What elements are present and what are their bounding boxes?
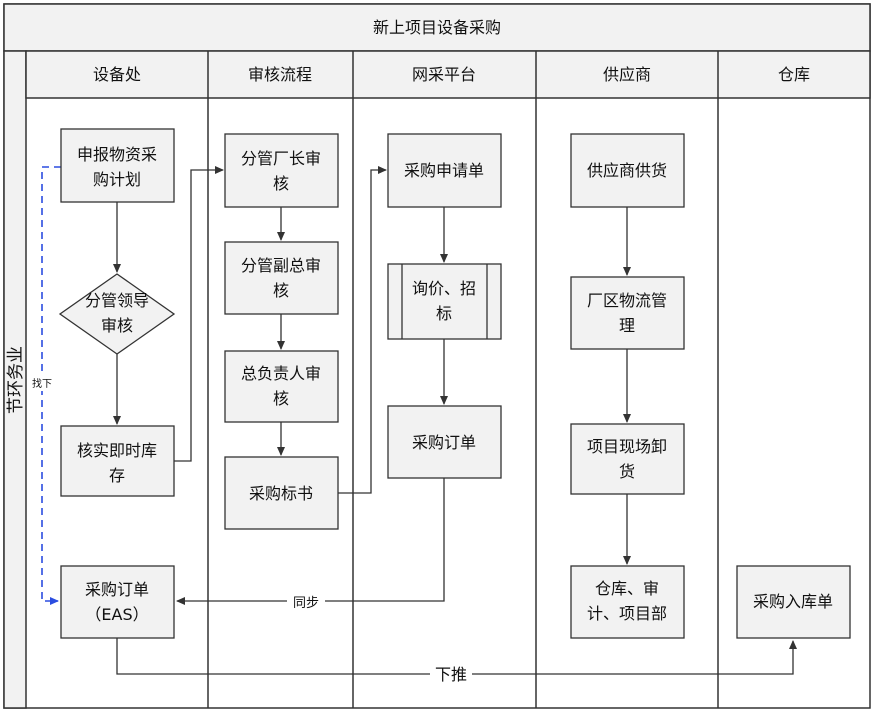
edge-label-sync: 同步 [293, 596, 319, 611]
node-warehouse-receipt: 采购入库单 [736, 565, 851, 639]
node-text: 采购标书 [249, 484, 313, 503]
edge-label-push-down: 下推 [435, 665, 467, 684]
lane-header: 审核流程 [248, 65, 312, 84]
node-text: 核 [273, 281, 289, 300]
node-purchase-request: 采购申请单 [387, 133, 502, 208]
node-text: 厂区物流管 [587, 291, 667, 310]
node-po-eas: 采购订单 （EAS） [60, 565, 175, 639]
node-factory-director: 分管厂长审 核 [224, 133, 339, 208]
node-text: 核 [273, 389, 289, 408]
diagram-title: 新上项目设备采购 [373, 18, 501, 37]
node-text: （EAS） [85, 605, 148, 624]
node-text: 存 [109, 466, 125, 485]
node-text: 分管副总审 [241, 256, 321, 275]
node-text: 分管领导 [85, 291, 149, 310]
edge [174, 166, 224, 462]
node-unloading: 项目现场卸 货 [570, 423, 685, 495]
node-text: 核 [273, 174, 289, 193]
node-text: 货 [619, 462, 635, 481]
lane-header: 供应商 [603, 65, 651, 84]
node-deputy-gm: 分管副总审 核 [224, 241, 339, 315]
node-text: 仓库、审 [595, 579, 659, 598]
node-text: 计、项目部 [587, 604, 667, 623]
node-text: 核实即时库 [77, 441, 157, 460]
node-check-stock: 核实即时库 存 [60, 425, 175, 497]
row-label-band [3, 50, 27, 709]
node-report-plan: 申报物资采 购计划 [60, 128, 175, 203]
lane-header-band [25, 50, 871, 99]
node-text: 采购订单 [85, 580, 149, 599]
node-text: 理 [619, 316, 635, 335]
node-text: 采购入库单 [753, 592, 833, 611]
node-text: 项目现场卸 [587, 437, 667, 456]
node-supplier-supply: 供应商供货 [570, 133, 685, 208]
node-chief-review: 总负责人审 核 [224, 350, 339, 423]
edge-label-transfer: 找下 [32, 377, 52, 390]
node-inquiry-bid: 询价、招 标 [387, 263, 502, 340]
node-text: 总负责人审 [241, 364, 321, 383]
node-text: 申报物资采 [77, 145, 157, 164]
node-text: 供应商供货 [587, 161, 667, 180]
lane-header: 网采平台 [412, 65, 476, 84]
node-purchase-order: 采购订单 [387, 405, 502, 479]
node-text: 分管厂长审 [241, 149, 321, 168]
node-text: 询价、招 [412, 279, 476, 298]
node-text: 审核 [101, 316, 133, 335]
node-text: 购计划 [93, 170, 141, 189]
node-logistics: 厂区物流管 理 [570, 276, 685, 350]
node-acceptance: 仓库、审 计、项目部 [570, 565, 685, 639]
row-label: 节环务业 [6, 346, 26, 414]
title-band [3, 3, 871, 52]
lane-header: 仓库 [778, 65, 810, 84]
node-text: 标 [436, 304, 452, 323]
node-tender-doc: 采购标书 [224, 456, 339, 530]
node-text: 采购申请单 [404, 161, 484, 180]
node-text: 采购订单 [412, 433, 476, 452]
edge [338, 166, 387, 494]
dashed-edge [41, 166, 61, 605]
node-leader-review: 分管领导 审核 [58, 273, 176, 355]
edge [176, 478, 445, 605]
lane-header: 设备处 [93, 65, 141, 84]
